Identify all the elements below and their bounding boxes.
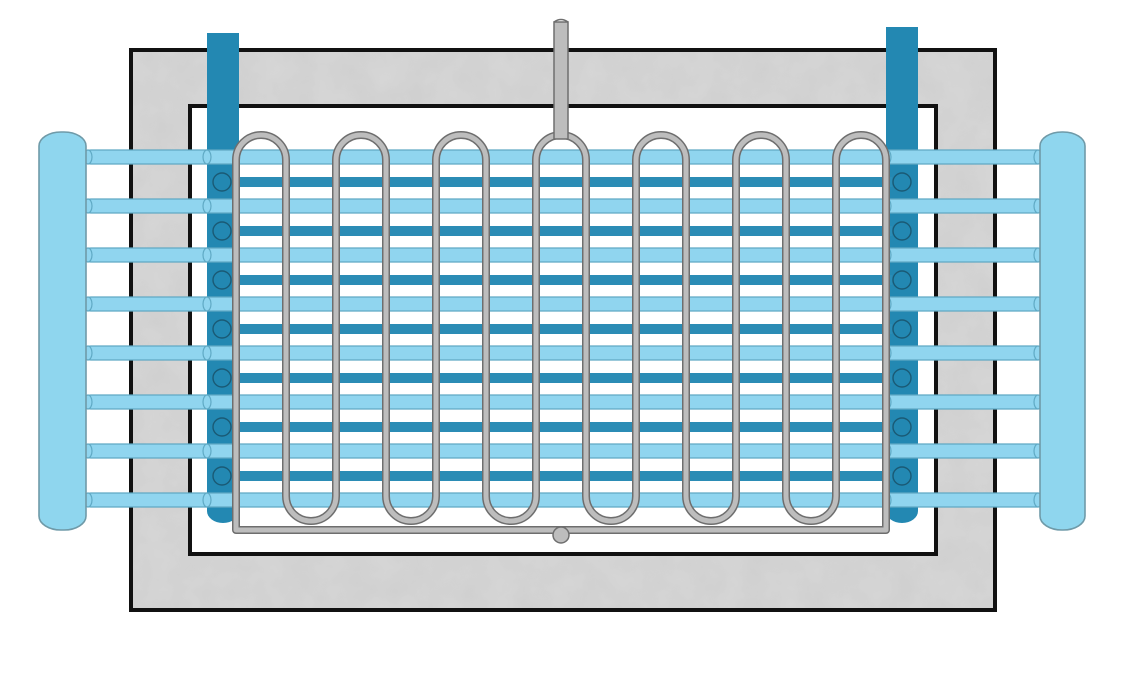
tube-end-ring bbox=[202, 394, 212, 410]
right-header-manifold bbox=[1039, 131, 1086, 531]
light-tube-3 bbox=[83, 247, 1045, 263]
left-port-5 bbox=[212, 368, 232, 388]
right-port-4 bbox=[892, 319, 912, 339]
light-tube-6 bbox=[83, 394, 1045, 410]
left-port-1 bbox=[212, 172, 232, 192]
tube-end-ring bbox=[202, 149, 212, 165]
tube-end-ring bbox=[202, 345, 212, 361]
pipe-junction bbox=[552, 526, 570, 544]
left-port-4 bbox=[212, 319, 232, 339]
dark-tube-1 bbox=[236, 177, 892, 187]
right-port-2 bbox=[892, 221, 912, 241]
light-tube-4 bbox=[83, 296, 1045, 312]
tube-end-ring bbox=[202, 492, 212, 508]
left-header-manifold bbox=[38, 131, 87, 531]
right-port-3 bbox=[892, 270, 912, 290]
light-tube-8 bbox=[83, 492, 1045, 508]
inlet-rod bbox=[553, 21, 569, 140]
tube-end-ring bbox=[202, 247, 212, 263]
dark-tube-3 bbox=[236, 275, 892, 285]
light-tube-2 bbox=[83, 198, 1045, 214]
right-port-6 bbox=[892, 417, 912, 437]
left-port-6 bbox=[212, 417, 232, 437]
dark-tube-6 bbox=[236, 422, 892, 432]
light-tube-1 bbox=[83, 149, 1045, 165]
light-tube-7 bbox=[83, 443, 1045, 459]
inlet-rod-cut bbox=[553, 18, 569, 23]
tube-end-ring bbox=[202, 198, 212, 214]
left-port-3 bbox=[212, 270, 232, 290]
left-port-2 bbox=[212, 221, 232, 241]
light-tube-5 bbox=[83, 345, 1045, 361]
left-port-7 bbox=[212, 466, 232, 486]
right-port-5 bbox=[892, 368, 912, 388]
right-port-1 bbox=[892, 172, 912, 192]
dark-tube-7 bbox=[236, 471, 892, 481]
dark-tube-2 bbox=[236, 226, 892, 236]
tube-end-ring bbox=[202, 443, 212, 459]
dark-tube-4 bbox=[236, 324, 892, 334]
tube-end-ring bbox=[202, 296, 212, 312]
dark-tube-5 bbox=[236, 373, 892, 383]
right-port-7 bbox=[892, 466, 912, 486]
